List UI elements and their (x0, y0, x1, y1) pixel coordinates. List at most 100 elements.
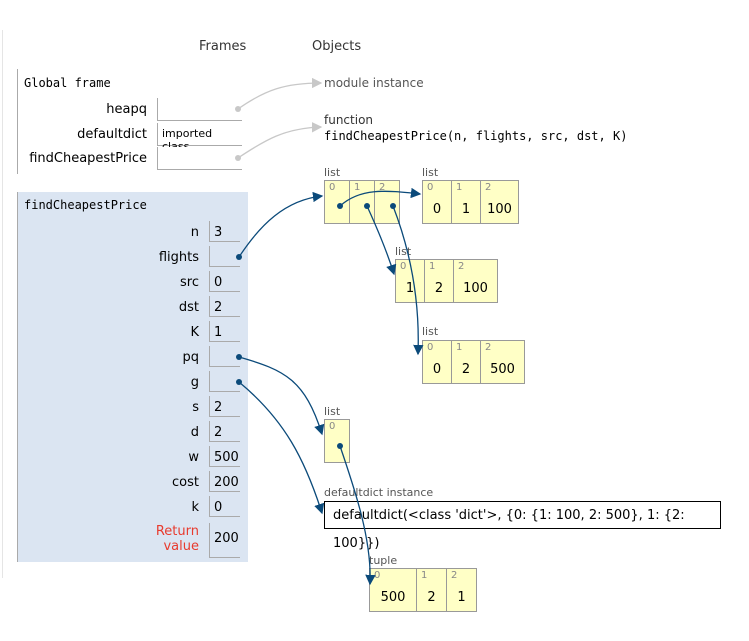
global-var-findcheapestprice: findCheapestPrice (29, 151, 147, 166)
pq-pointer-arrow (236, 354, 325, 436)
fval-n: 3 (214, 225, 223, 240)
left-divider (2, 30, 3, 578)
fslot-pq (209, 346, 240, 367)
tuple-value-1: 2 (427, 590, 436, 605)
fvar-dst: dst (178, 300, 199, 315)
pq-list: 0 (324, 419, 350, 463)
list-c-label: list (422, 325, 439, 338)
tuple-label: tuple (369, 554, 398, 567)
list-b-index-0: 0 (400, 261, 407, 272)
fslot-n (209, 221, 240, 242)
list-c-cell-2: 2 500 (481, 341, 525, 383)
list-c-value-1: 2 (461, 362, 471, 377)
outer-list-cell-1: 1 (350, 181, 375, 223)
global-var-heapq: heapq (106, 102, 147, 117)
outer-list: 0 1 2 (324, 180, 400, 224)
g-pointer-arrow (236, 379, 325, 515)
fval-k: 0 (214, 500, 223, 515)
list-a-value-1: 1 (461, 202, 471, 217)
fvar-pq: pq (182, 350, 199, 365)
outer-list-cell-2: 2 (375, 181, 400, 223)
list-a-index-0: 0 (427, 182, 434, 193)
pq-list-index-0: 0 (329, 421, 336, 432)
fslot-g (209, 371, 240, 392)
list-a-label: list (422, 166, 439, 179)
fslot-return (209, 523, 240, 558)
fslot-flights (209, 246, 240, 267)
fvar-k: k (191, 500, 199, 515)
list-a-index-1: 1 (456, 182, 463, 193)
tuple-index-0: 0 (374, 570, 381, 581)
fvar-w: w (188, 450, 199, 465)
fslot-K (209, 321, 240, 342)
tuple-cell-0: 0 500 (370, 569, 417, 611)
return-label-line2: value (163, 539, 199, 554)
outer-list-label: list (324, 166, 341, 179)
fslot-cost (209, 471, 240, 492)
fslot-dst (209, 296, 240, 317)
fslot-src (209, 271, 240, 292)
fvar-K: K (190, 325, 199, 340)
fvar-s: s (192, 400, 199, 415)
fvar-src: src (180, 275, 199, 290)
list-b-value-1: 2 (434, 281, 444, 296)
pq-list-cell-0: 0 (325, 420, 350, 462)
function-frame-title: findCheapestPrice (24, 198, 147, 212)
list-b-value-2: 100 (463, 281, 488, 296)
fval-w: 500 (214, 450, 239, 465)
tuple-index-2: 2 (451, 570, 458, 581)
tuple-value-2: 1 (457, 590, 466, 605)
list-b-index-2: 2 (458, 261, 465, 272)
fvar-cost: cost (172, 475, 199, 490)
fval-dst: 2 (214, 300, 223, 315)
list-b-label: list (395, 245, 412, 258)
list-b-value-0: 1 (405, 281, 415, 296)
objects-header: Objects (312, 39, 362, 54)
frames-header: Frames (199, 39, 247, 54)
fslot-w (209, 446, 240, 467)
outer-list-index-2: 2 (379, 182, 386, 193)
list-a-value-2: 100 (487, 202, 512, 217)
global-slot-heapq (157, 98, 242, 121)
defaultdict-box: defaultdict(<class 'dict'>, {0: {1: 100,… (324, 501, 721, 551)
fslot-k (209, 496, 240, 517)
fval-K: 1 (214, 325, 223, 340)
list-a-cell-2: 2 100 (481, 181, 519, 223)
tuple-value-0: 500 (380, 590, 406, 605)
pq-list-label: list (324, 405, 341, 418)
global-slot-defaultdict: imported class (157, 123, 242, 153)
fval-s: 2 (214, 400, 223, 415)
outer-list-cell-0: 0 (325, 181, 350, 223)
defaultdict-label: defaultdict instance (324, 486, 434, 499)
tuple-index-1: 1 (421, 570, 428, 581)
function-label: function (324, 113, 374, 127)
outer-list-index-0: 0 (329, 182, 336, 193)
fvar-flights: flights (158, 250, 199, 265)
list-c-index-2: 2 (485, 342, 492, 353)
fvar-n: n (190, 225, 199, 240)
list-c-value-2: 500 (490, 362, 515, 377)
fvar-d: d (190, 425, 199, 440)
global-var-defaultdict: defaultdict (77, 127, 147, 142)
fval-src: 0 (214, 275, 223, 290)
list-c-value-0: 0 (432, 362, 442, 377)
list-c-index-1: 1 (456, 342, 463, 353)
return-label-line1: Return (155, 524, 199, 539)
outer-list-index-1: 1 (354, 182, 361, 193)
list-a-index-2: 2 (485, 182, 492, 193)
global-slot-findcheapestprice (157, 147, 242, 170)
list-b-index-1: 1 (429, 261, 436, 272)
function-signature: findCheapestPrice(n, flights, src, dst, … (324, 129, 628, 143)
fvar-g: g (190, 375, 199, 390)
